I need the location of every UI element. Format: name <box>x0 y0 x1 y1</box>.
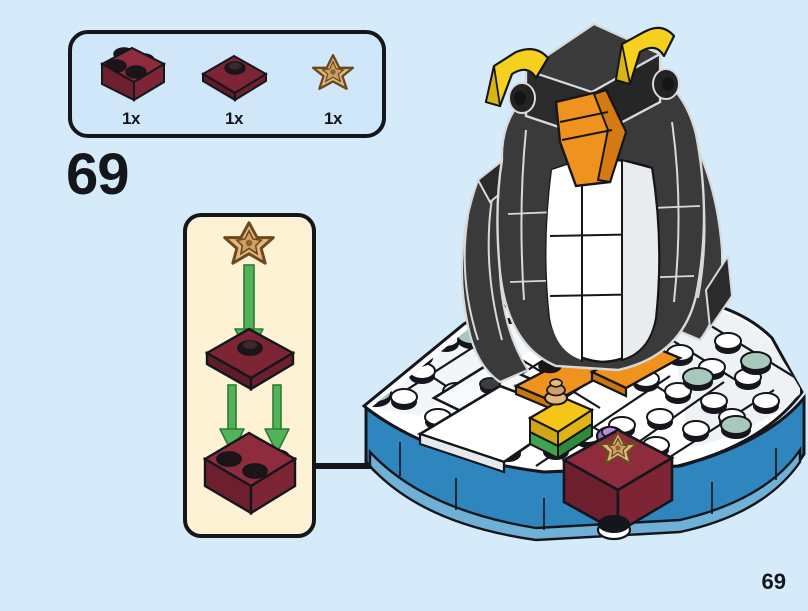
brick-2x2-dark-red-icon <box>86 38 176 110</box>
assembly-target-label: dark red brick with starfish <box>0 0 1 1</box>
placed-starfish-icon <box>597 431 639 465</box>
parts-callout-box: 1x 1x <box>68 30 386 138</box>
penguin-beak <box>554 88 628 188</box>
part-item-starfish-tan: 1x <box>284 34 382 134</box>
part-item-plate-2x2-dark-red: 1x <box>184 34 284 134</box>
part-item-brick-2x2-dark-red: 1x <box>78 34 184 134</box>
step-number: 69 <box>66 142 130 207</box>
substep-brick-2x2-icon <box>202 431 298 516</box>
starfish-icon <box>288 38 378 110</box>
substep-starfish-icon <box>223 221 275 265</box>
plate-2x2-dark-red-center-stud-icon <box>189 38 279 110</box>
assembly-arrow-down-3 <box>264 384 290 454</box>
model-name-label: rockhopper penguin on ice base <box>0 0 1 1</box>
model-illustration <box>360 10 808 580</box>
part-quantity-label: 1x <box>324 109 342 128</box>
substep-plate-2x2-icon <box>204 327 296 392</box>
placed-brick-2x2-dark-red <box>561 428 675 541</box>
assembly-target-area <box>527 378 675 541</box>
assembly-arrow-down-2 <box>219 384 245 454</box>
penguin-model <box>460 22 734 412</box>
penguin-belly <box>545 158 661 364</box>
substep-assembly-box <box>183 213 316 538</box>
part-quantity-label: 1x <box>122 109 140 128</box>
penguin-crest <box>484 26 676 108</box>
page-number: 69 <box>761 569 786 594</box>
part-quantity-label: 1x <box>225 109 243 128</box>
nearby-brick-stack <box>527 378 595 460</box>
substep-assembly-diagram <box>202 221 298 516</box>
